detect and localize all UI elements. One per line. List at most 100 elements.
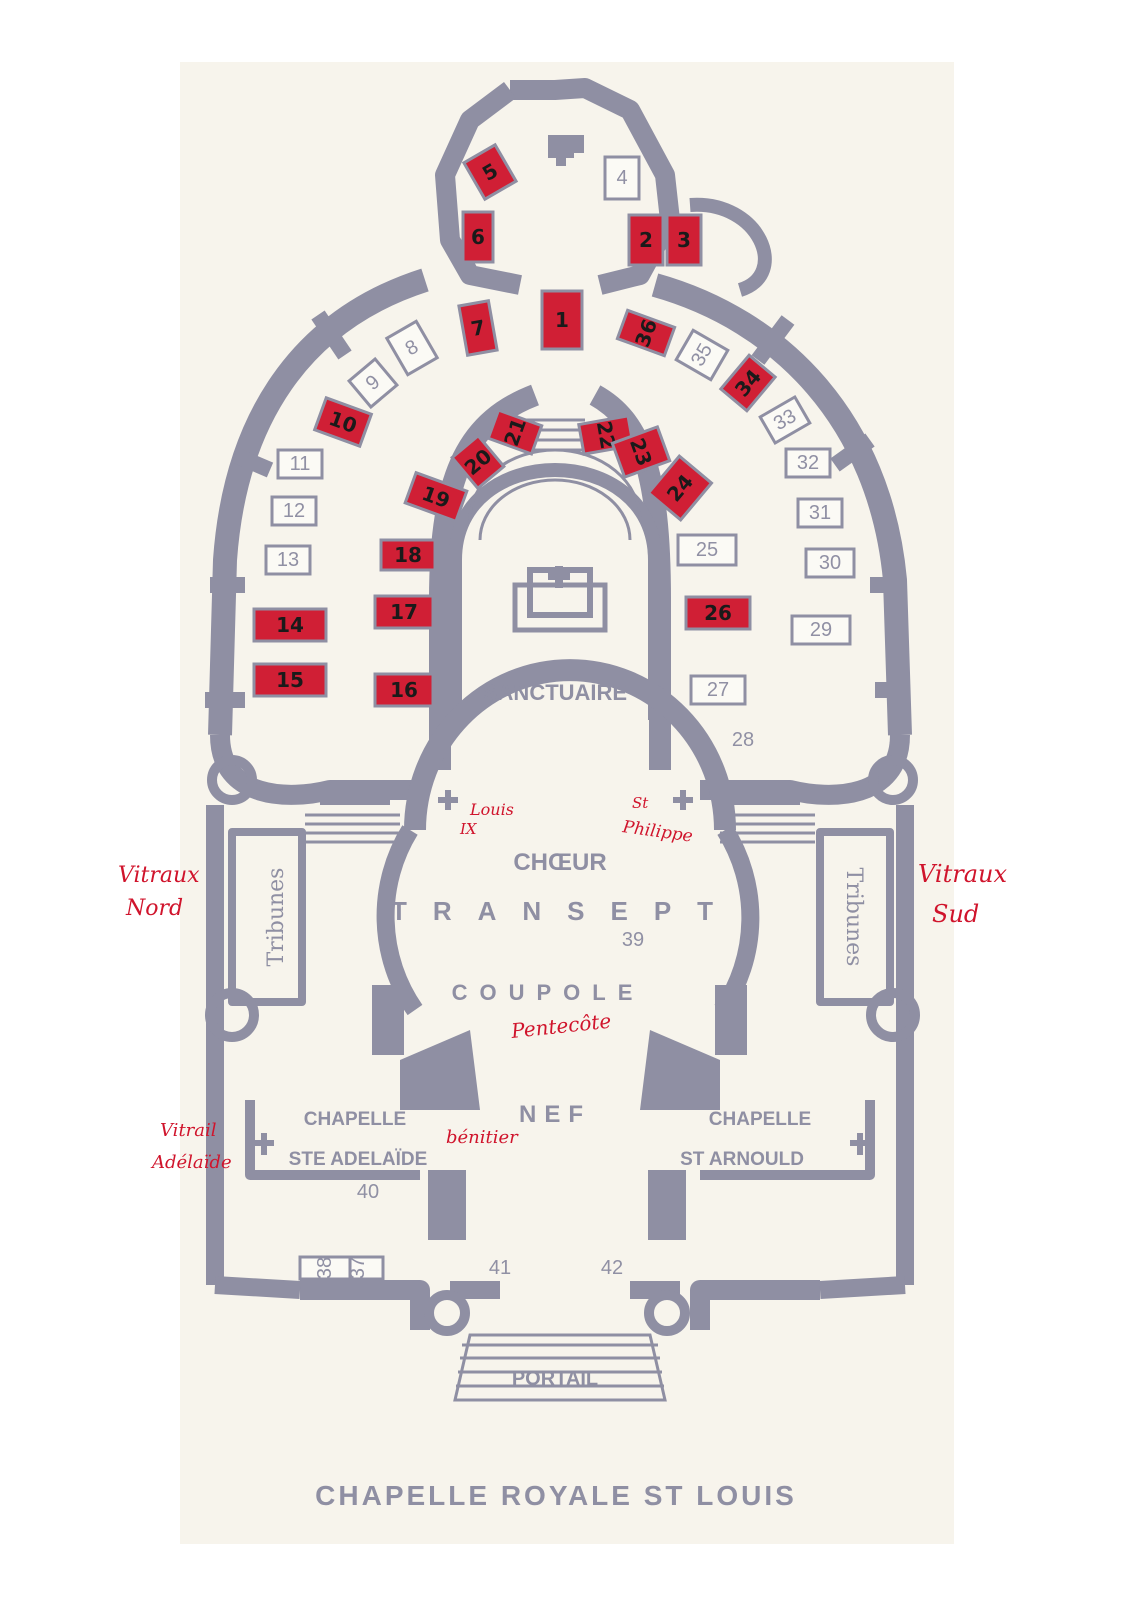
annotation-pentecote: Pentecôte — [509, 1009, 612, 1043]
label-portail: PORTAIL — [512, 1368, 598, 1390]
window-23: 23 — [610, 424, 672, 480]
window-box-35 — [674, 328, 730, 382]
window-box-29 — [790, 614, 852, 646]
window-16: 16 — [373, 672, 435, 708]
window-number-26: 26 — [704, 601, 732, 625]
window-number-1: 1 — [555, 308, 569, 332]
label-tribunes-left: Tribunes — [264, 868, 289, 967]
window-box-8 — [384, 319, 440, 377]
label-nef: NEF — [519, 1101, 591, 1128]
window-box-32 — [784, 447, 832, 479]
window-21: 21 — [486, 408, 544, 456]
window-38: 38 — [298, 1255, 352, 1281]
window-box-27 — [689, 674, 747, 706]
window-number-25: 25 — [696, 539, 718, 561]
window-box-12 — [270, 495, 318, 527]
window-number-38: 38 — [314, 1257, 336, 1279]
window-number-13: 13 — [277, 549, 299, 571]
window-31: 31 — [796, 497, 844, 529]
window-number-14: 14 — [276, 613, 304, 637]
window-42: 42 — [601, 1257, 623, 1279]
window-30: 30 — [804, 547, 856, 579]
window-6: 6 — [461, 210, 495, 264]
window-12: 12 — [270, 495, 318, 527]
window-box-21 — [486, 408, 544, 456]
window-2: 2 — [627, 213, 665, 267]
window-1: 1 — [540, 289, 584, 351]
window-29: 29 — [790, 614, 852, 646]
annotation-vitraux-sud-1: Vitraux — [918, 860, 1007, 888]
window-33: 33 — [758, 394, 812, 446]
annotation-philippe-1: St — [632, 794, 649, 812]
window-box-20 — [450, 433, 506, 491]
window-box-2 — [627, 213, 665, 267]
window-box-33 — [758, 394, 812, 446]
window-15: 15 — [252, 662, 328, 698]
window-18: 18 — [379, 538, 437, 572]
window-number-16: 16 — [390, 678, 418, 702]
window-number-11: 11 — [290, 453, 311, 475]
window-box-3 — [665, 213, 703, 267]
window-box-7 — [457, 299, 499, 357]
window-25: 25 — [676, 533, 738, 567]
annotation-louis-1: Louis — [469, 800, 514, 819]
window-number-3: 3 — [677, 228, 691, 252]
window-box-26 — [684, 595, 752, 631]
window-4: 4 — [603, 155, 641, 201]
window-17: 17 — [373, 594, 435, 630]
window-box-18 — [379, 538, 437, 572]
window-box-25 — [676, 533, 738, 567]
window-32: 32 — [784, 447, 832, 479]
window-36: 36 — [615, 308, 677, 358]
window-39: 39 — [622, 929, 644, 951]
window-24: 24 — [646, 454, 714, 522]
window-box-23 — [610, 424, 672, 480]
annotation-vitraux-nord-2: Nord — [125, 896, 183, 921]
plan-stairs — [305, 418, 815, 1402]
label-choeur: CHŒUR — [513, 849, 606, 876]
window-number-6: 6 — [471, 225, 485, 249]
label-coupole: COUPOLE — [452, 980, 645, 1005]
plan-piers — [205, 135, 920, 1336]
window-8: 8 — [384, 319, 440, 377]
window-34: 34 — [718, 353, 778, 413]
label-transept: TRANSEPT — [391, 896, 739, 926]
window-box-13 — [264, 544, 312, 576]
window-14: 14 — [252, 607, 328, 643]
annotation-vitrail-2: Adélaïde — [150, 1152, 232, 1173]
window-box-24 — [646, 454, 714, 522]
window-20: 20 — [450, 433, 506, 491]
window-number-42: 42 — [601, 1257, 623, 1279]
window-number-17: 17 — [390, 600, 418, 624]
window-number-18: 18 — [394, 543, 422, 567]
window-box-15 — [252, 662, 328, 698]
window-number-40: 40 — [357, 1181, 379, 1203]
window-number-2: 2 — [639, 228, 653, 252]
window-box-19 — [403, 470, 469, 524]
window-number-41: 41 — [489, 1257, 511, 1279]
window-box-34 — [718, 353, 778, 413]
label-tribunes-right: Tribunes — [841, 868, 866, 967]
window-box-5 — [461, 142, 519, 202]
label-chapelle-left: CHAPELLE — [304, 1109, 406, 1130]
window-13: 13 — [264, 544, 312, 576]
window-26: 26 — [684, 595, 752, 631]
window-number-31: 31 — [809, 502, 831, 524]
annotation-benitier: bénitier — [446, 1127, 519, 1148]
annotation-vitraux-nord-1: Vitraux — [118, 863, 200, 888]
window-5: 5 — [461, 142, 519, 202]
window-box-16 — [373, 672, 435, 708]
window-10: 10 — [312, 395, 374, 449]
annotation-philippe-2: Philippe — [620, 817, 694, 847]
window-box-17 — [373, 594, 435, 630]
window-7: 7 — [457, 299, 499, 357]
cross-icons — [254, 140, 870, 1155]
window-number-29: 29 — [810, 619, 832, 641]
window-11: 11 — [276, 448, 324, 480]
window-number-32: 32 — [797, 452, 819, 474]
window-number-27: 27 — [707, 679, 729, 701]
window-number-28: 28 — [732, 729, 754, 751]
window-box-11 — [276, 448, 324, 480]
